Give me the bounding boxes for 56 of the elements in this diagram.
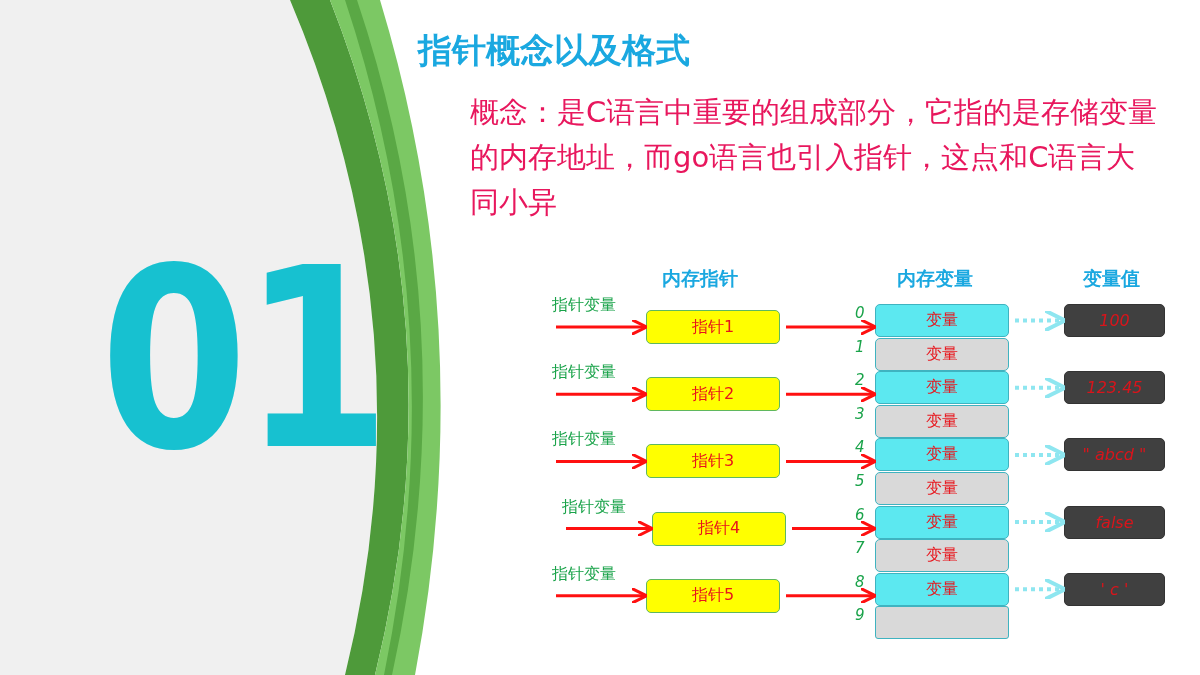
- arrow: [556, 318, 648, 336]
- value-box: " abcd ": [1064, 438, 1165, 472]
- memory-cell: 变量: [875, 304, 1009, 337]
- column-header: 变量值: [1083, 266, 1140, 291]
- memory-cell: 变量: [875, 572, 1009, 606]
- edge-label: 指针变量: [552, 563, 616, 585]
- arrow: [786, 452, 877, 471]
- index-number: 7: [855, 540, 865, 558]
- pointer-box: 指针4: [652, 511, 786, 546]
- memory-cell: 变量: [875, 472, 1009, 505]
- arrow: [786, 586, 877, 605]
- memory-cell: [875, 606, 1009, 640]
- arrow: [786, 318, 877, 336]
- index-number: 6: [855, 506, 865, 524]
- index-number: 9: [855, 607, 865, 625]
- pointer-box: 指针5: [646, 578, 780, 613]
- value-box: 100: [1064, 304, 1165, 337]
- pointer-box: 指针3: [646, 444, 780, 479]
- dashed-arrow: [1015, 510, 1067, 535]
- value-box: 123.45: [1064, 371, 1165, 405]
- index-number: 5: [855, 473, 865, 490]
- edge-label: 指针变量: [552, 429, 616, 451]
- arrow: [792, 519, 877, 538]
- pointer-box: 指针2: [646, 377, 780, 412]
- column-header: 内存指针: [662, 266, 738, 291]
- index-number: 2: [855, 372, 865, 390]
- title: 指针概念以及格式: [418, 29, 690, 72]
- dashed-arrow: [1015, 442, 1067, 467]
- dashed-arrow: [1015, 375, 1067, 400]
- arrow: [556, 385, 648, 404]
- value-box: false: [1064, 505, 1165, 539]
- memory-cell: 变量: [875, 404, 1009, 438]
- arrow: [566, 519, 654, 538]
- index-number: 8: [855, 573, 865, 591]
- memory-cell: 变量: [875, 438, 1009, 472]
- edge-label: 指针变量: [562, 496, 626, 518]
- dashed-arrow: [1015, 308, 1067, 333]
- memory-cell: 变量: [875, 371, 1009, 405]
- memory-cell: 变量: [875, 505, 1009, 539]
- pointer-box: 指针1: [646, 310, 780, 344]
- edge-label: 指针变量: [552, 295, 616, 316]
- column-header: 内存变量: [897, 266, 973, 291]
- concept-paragraph: 概念：是C语言中重要的组成部分，它指的是存储变量的内存地址，而go语言也引入指针，这点和C语言大同小异: [470, 94, 1159, 221]
- big-number: 01: [100, 235, 386, 485]
- index-number: 4: [855, 439, 865, 457]
- arrow: [556, 452, 648, 471]
- memory-cell: 变量: [875, 337, 1009, 371]
- index-number: 1: [855, 338, 865, 356]
- index-number: 3: [855, 405, 865, 423]
- memory-cell: 变量: [875, 539, 1009, 573]
- index-number: 0: [855, 305, 865, 322]
- arrow: [786, 385, 877, 404]
- edge-label: 指针变量: [552, 362, 616, 384]
- value-box: ' c ': [1064, 572, 1165, 606]
- dashed-arrow: [1015, 577, 1067, 602]
- arrow: [556, 586, 648, 605]
